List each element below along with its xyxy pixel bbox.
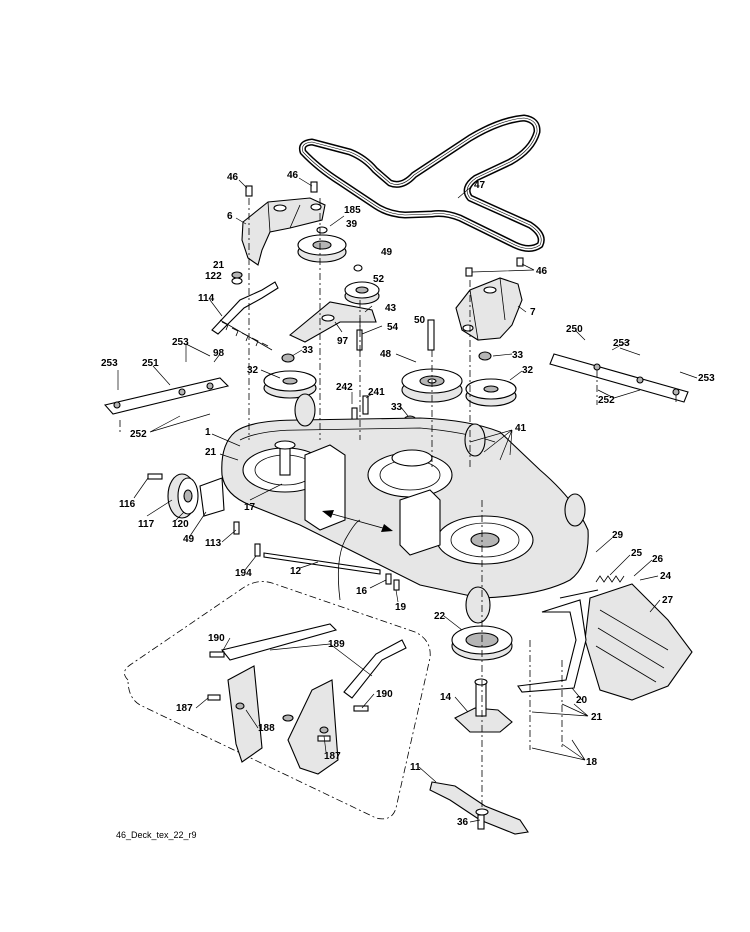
callout: 50 <box>414 315 426 326</box>
mower-deck <box>221 393 589 624</box>
belt-guard-left <box>241 197 326 266</box>
callout: 252 <box>130 429 147 440</box>
callout: 39 <box>346 219 358 230</box>
discharge-chute-27 <box>584 583 693 701</box>
callout: 253 <box>101 358 118 369</box>
callout: 33 <box>391 402 403 413</box>
callout: 19 <box>395 602 407 613</box>
callout: 26 <box>652 554 664 565</box>
callout: 54 <box>387 322 399 333</box>
callout: 24 <box>660 571 672 582</box>
callout: 114 <box>198 293 215 304</box>
callout: 253 <box>698 373 715 384</box>
callout: 189 <box>328 639 345 650</box>
callout: 11 <box>410 762 421 773</box>
callout: 1 <box>205 427 211 438</box>
blade-11 <box>429 781 529 835</box>
pulley-52 <box>344 264 380 305</box>
callout: 52 <box>373 274 385 285</box>
callout: 253 <box>613 338 630 349</box>
callout: 251 <box>142 358 159 369</box>
spring-25 <box>595 575 625 583</box>
callout: 185 <box>344 205 361 216</box>
callout: 49 <box>381 247 393 258</box>
callout: 43 <box>385 303 397 314</box>
spring-arm <box>211 281 279 351</box>
direction-arrow <box>322 510 393 601</box>
callout: 116 <box>119 499 136 510</box>
callout: 190 <box>376 689 393 700</box>
gauge-wheel-117 <box>167 473 225 519</box>
callout: 32 <box>522 365 534 376</box>
bracket-251 <box>103 377 230 415</box>
callout: 16 <box>356 586 368 597</box>
callout: 250 <box>566 324 583 335</box>
callout: 27 <box>662 595 674 606</box>
assembly-center-lines <box>119 198 677 810</box>
callout: 97 <box>337 336 349 347</box>
callout: 47 <box>474 180 486 191</box>
pulley-32-left <box>263 370 317 399</box>
callout: 46 <box>227 172 239 183</box>
leader-lines <box>117 177 698 823</box>
drive-belt <box>298 114 545 252</box>
idler-pulley-39 <box>297 226 347 263</box>
callout: 20 <box>576 695 588 706</box>
callout: 113 <box>205 538 222 549</box>
callout: 21 <box>591 712 603 723</box>
callout: 6 <box>227 211 233 222</box>
chute-bracket-20 <box>517 599 587 693</box>
callout: 194 <box>235 568 252 579</box>
callout: 241 <box>368 387 385 398</box>
callout: 48 <box>380 349 392 360</box>
callout-labels: 46 46 47 6 185 39 49 46 21 122 52 43 7 1… <box>101 170 715 828</box>
callout: 187 <box>324 751 341 762</box>
inset-panel <box>124 581 431 820</box>
callout: 46 <box>287 170 299 181</box>
callout: 18 <box>586 757 598 768</box>
callout: 33 <box>512 350 524 361</box>
callout: 98 <box>213 348 225 359</box>
callout: 14 <box>440 692 452 703</box>
callout: 22 <box>434 611 446 622</box>
callout: 120 <box>172 519 189 530</box>
callout: 32 <box>247 365 259 376</box>
rod-29 <box>559 589 599 599</box>
callout: 36 <box>457 817 469 828</box>
callout: 252 <box>598 395 615 406</box>
callout: 187 <box>176 703 193 714</box>
pulley-32-right <box>465 378 517 407</box>
callout: 21 <box>205 447 217 458</box>
callout: 7 <box>530 307 536 318</box>
callout: 33 <box>302 345 314 356</box>
callout: 17 <box>244 502 256 513</box>
callout: 29 <box>612 530 624 541</box>
callout: 122 <box>205 271 222 282</box>
callout: 253 <box>172 337 189 348</box>
callout: 41 <box>515 423 527 434</box>
callout: 25 <box>631 548 643 559</box>
callout: 12 <box>290 566 302 577</box>
drawing-code: 46_Deck_tex_22_r9 <box>116 830 197 840</box>
callout: 242 <box>336 382 353 393</box>
bracket-250 <box>549 353 689 403</box>
callout: 46 <box>536 266 548 277</box>
spindle-14 <box>454 678 513 733</box>
callout: 117 <box>138 519 155 530</box>
callout: 188 <box>258 723 275 734</box>
rod-12 <box>263 552 381 575</box>
callout: 21 <box>213 260 225 271</box>
callout: 49 <box>183 534 195 545</box>
belt-guard-right <box>455 277 523 341</box>
callout: 190 <box>208 633 225 644</box>
